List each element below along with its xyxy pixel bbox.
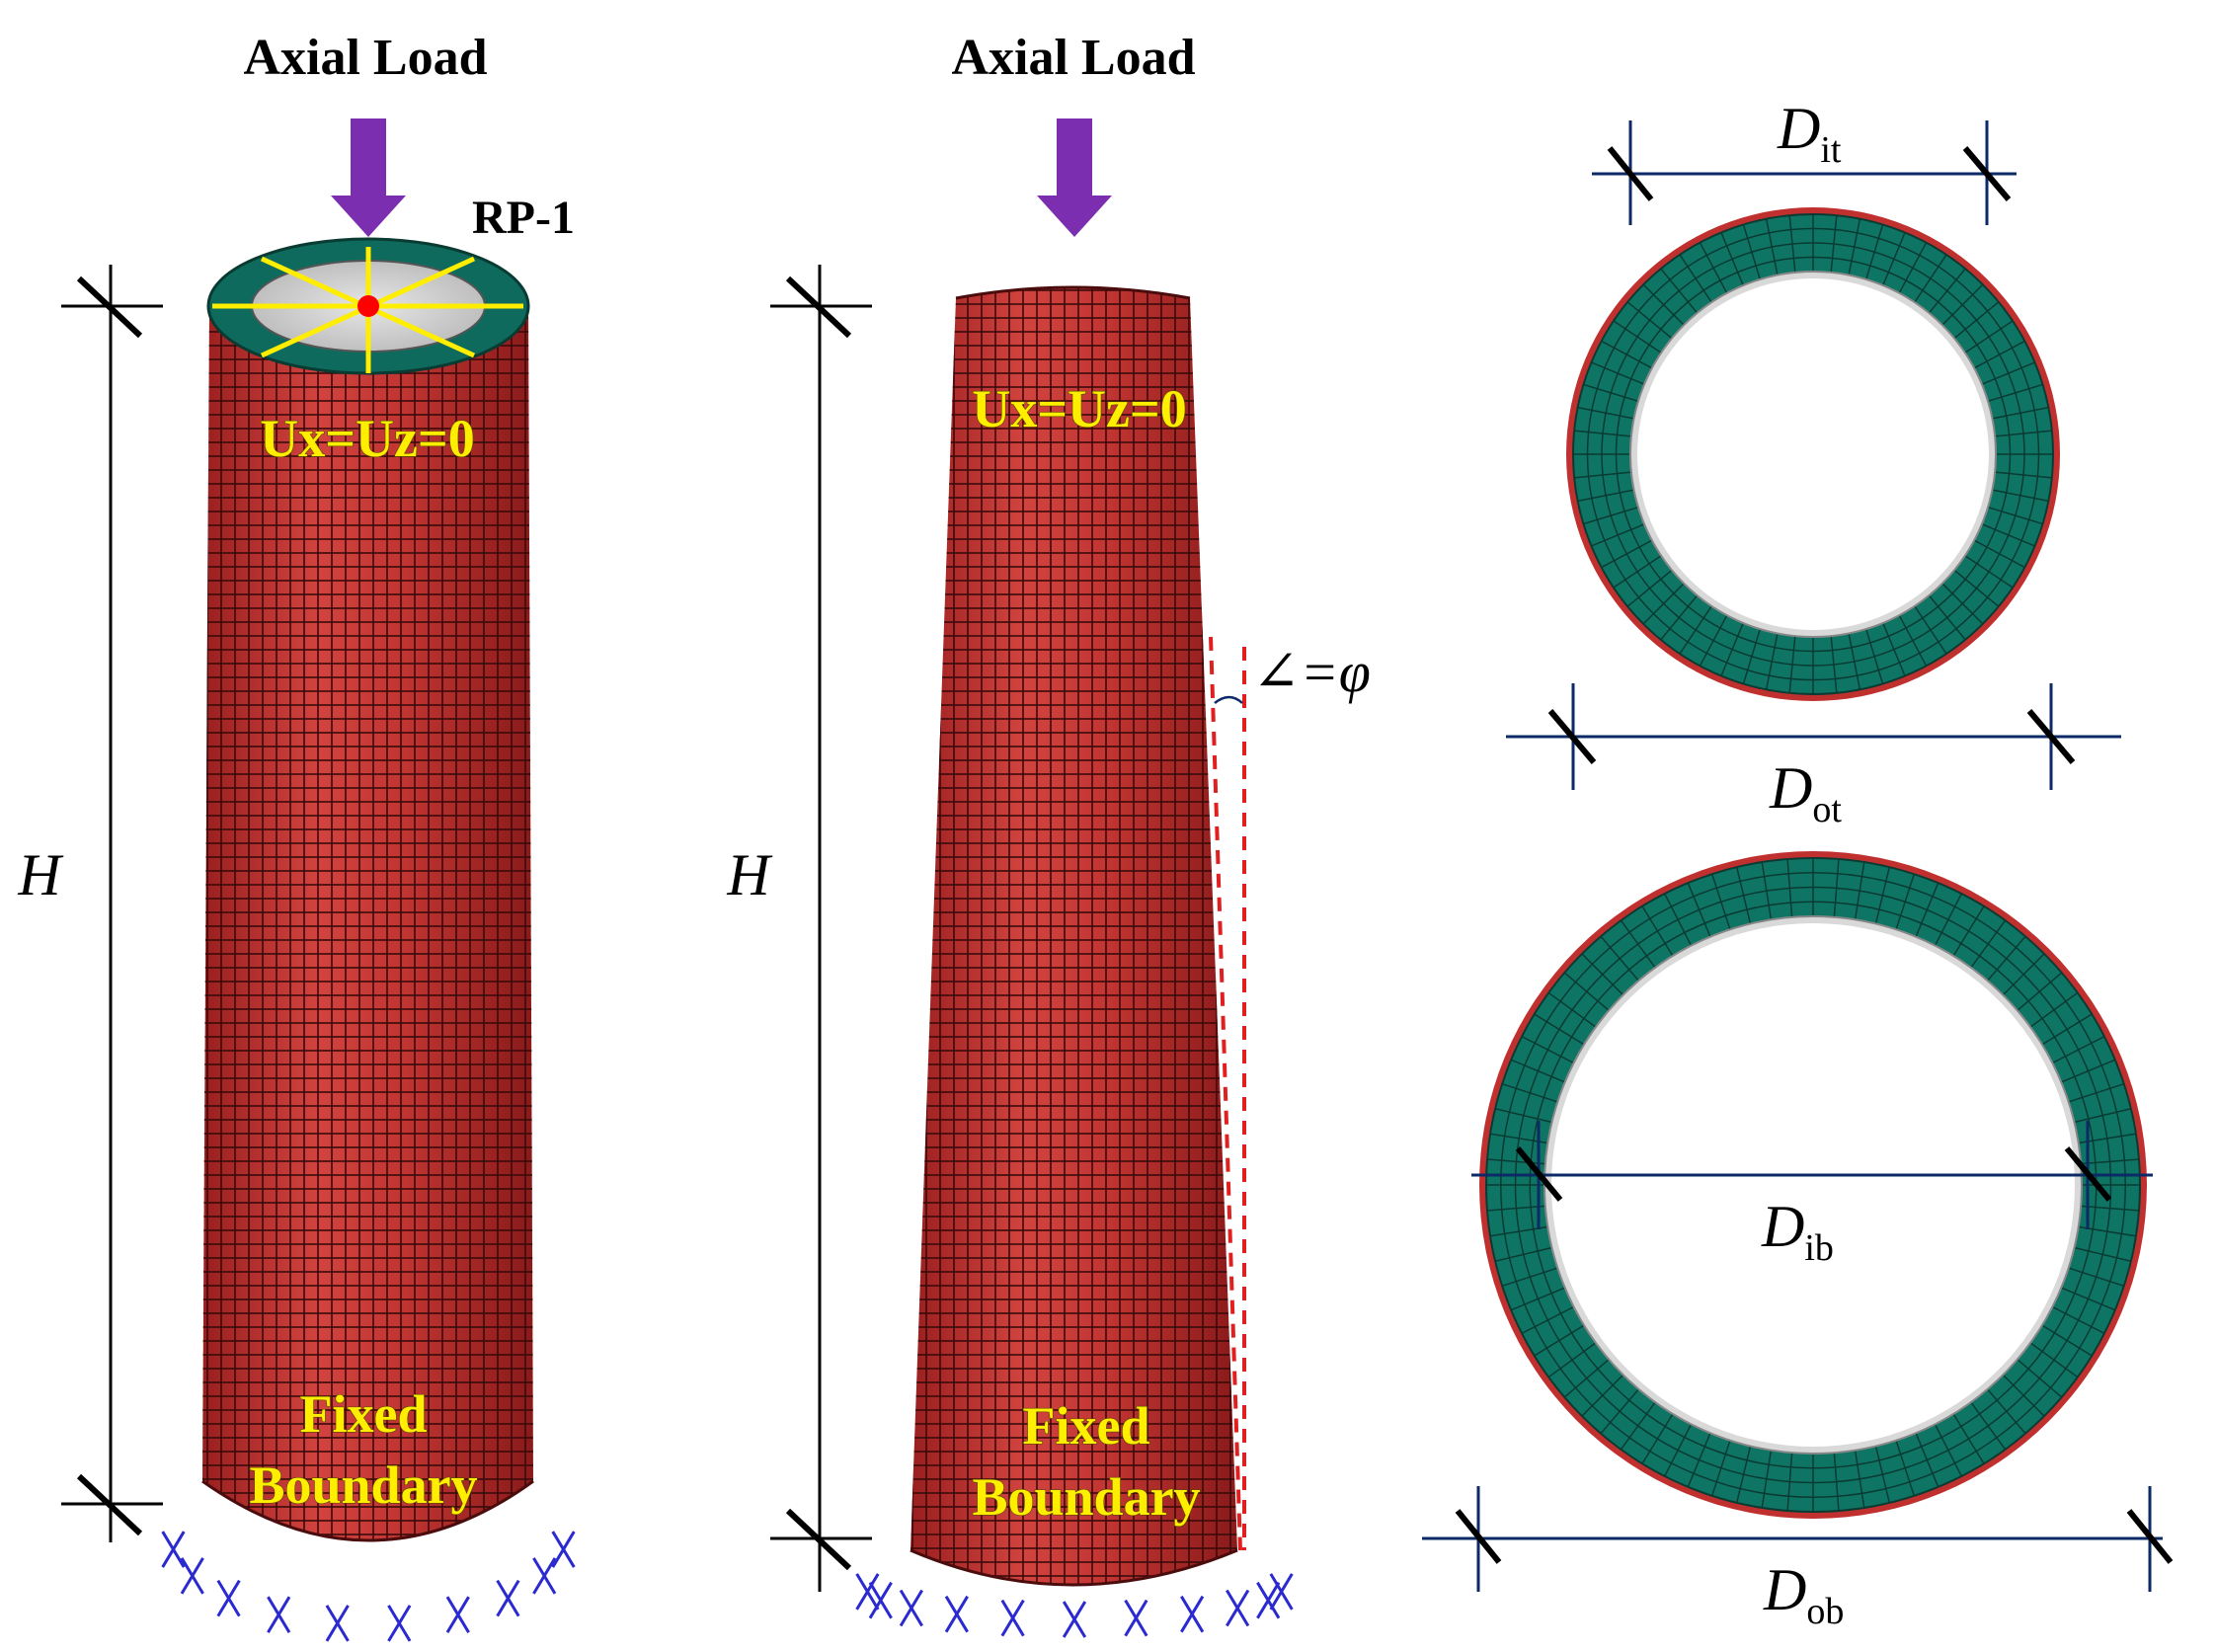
bc-label-left: Ux=Uz=0: [260, 409, 475, 468]
boundary-x-mark: [1124, 1599, 1148, 1637]
height-dimension-left: [61, 265, 163, 1542]
left-column: [201, 237, 534, 1542]
angle-arc: [1214, 695, 1243, 704]
top-cross-section: [1566, 207, 2060, 701]
top-section-hole: [1637, 278, 1989, 630]
axial-load-arrow-left: [331, 118, 406, 237]
boundary-x-mark: [1000, 1599, 1025, 1637]
d-ob-label: Dob: [1763, 1557, 1844, 1632]
dimension-d-ot: [1506, 683, 2121, 790]
height-dimension-right: [770, 265, 872, 1592]
fixed-boundary-marks-right: [855, 1573, 1294, 1638]
boundary-x-mark: [868, 1581, 893, 1619]
dimension-d-ob: [1422, 1486, 2174, 1592]
d-ib-label: Dib: [1761, 1194, 1834, 1269]
height-label-left: H: [17, 842, 64, 907]
bottom-section-hole: [1551, 923, 2075, 1447]
boundary-x-mark: [161, 1531, 186, 1568]
fixed-boundary-marks-left: [161, 1531, 576, 1642]
boundary-x-mark: [325, 1605, 350, 1642]
right-column-mesh: [910, 287, 1237, 1585]
boundary-x-mark: [1256, 1581, 1281, 1619]
boundary-x-mark: [944, 1595, 969, 1633]
fixed-label-left-line2: Boundary: [249, 1455, 477, 1515]
axial-load-label-right: Axial Load: [951, 30, 1195, 86]
axial-load-label-left: Axial Load: [243, 30, 487, 86]
d-ot-label: Dot: [1769, 755, 1842, 830]
boundary-x-mark: [387, 1605, 412, 1642]
fixed-label-right-line1: Fixed: [1023, 1396, 1150, 1455]
boundary-x-mark: [1269, 1573, 1294, 1611]
boundary-x-mark: [551, 1531, 576, 1568]
dimension-d-it: [1592, 120, 2017, 225]
taper-line-inner: [1209, 636, 1242, 1551]
boundary-x-mark: [180, 1557, 204, 1595]
fixed-label-left-line1: Fixed: [300, 1384, 428, 1444]
left-base-edge: [201, 1479, 534, 1542]
boundary-x-mark: [1180, 1595, 1205, 1633]
boundary-x-mark: [532, 1557, 557, 1595]
left-column-mesh: [202, 306, 533, 1540]
right-column: [910, 285, 1246, 1587]
fixed-label-right-line2: Boundary: [972, 1467, 1200, 1527]
d-it-label: Dit: [1777, 96, 1842, 171]
boundary-x-mark: [1226, 1589, 1250, 1627]
dimension-d-ib: [1471, 1121, 2153, 1229]
reference-point: [357, 295, 379, 317]
boundary-x-mark: [216, 1579, 241, 1617]
taper-angle-label: ∠=φ: [1252, 640, 1371, 704]
boundary-x-mark: [496, 1579, 520, 1617]
bottom-cross-section: [1479, 851, 2147, 1519]
boundary-x-mark: [855, 1573, 880, 1611]
boundary-x-mark: [445, 1596, 470, 1633]
boundary-x-mark: [1062, 1601, 1087, 1638]
axial-load-arrow-right: [1037, 118, 1112, 237]
height-label-right: H: [726, 842, 773, 907]
boundary-x-mark: [267, 1596, 291, 1633]
bc-label-right: Ux=Uz=0: [972, 379, 1187, 438]
rp-label: RP-1: [472, 192, 575, 244]
right-base-edge: [910, 1548, 1238, 1587]
boundary-x-mark: [899, 1589, 923, 1627]
